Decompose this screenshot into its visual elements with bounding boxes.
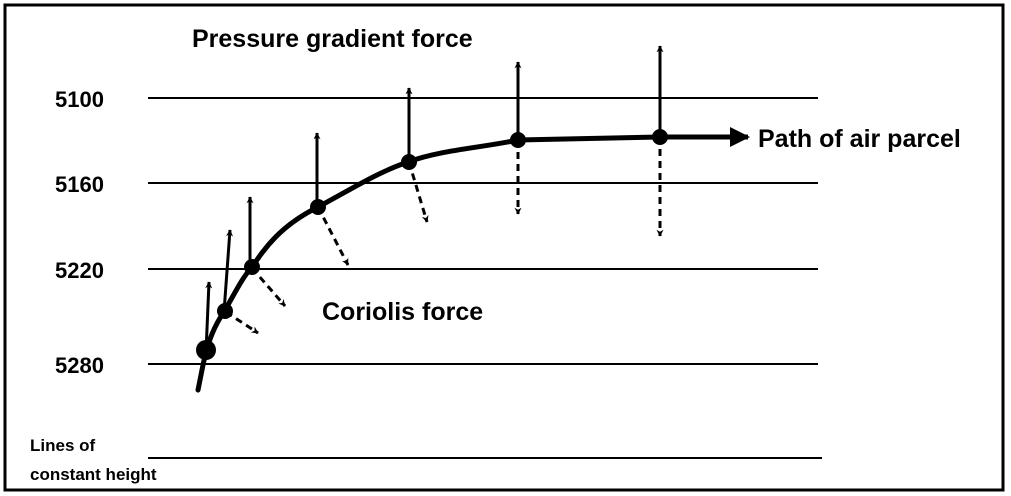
parcel-dot-3 [244, 259, 260, 275]
parcel-dot-2 [217, 303, 233, 319]
coriolis-force-label: Coriolis force [322, 298, 483, 326]
air-parcel-path [195, 134, 663, 393]
height-label-5100: 5100 [55, 87, 104, 112]
height-label-5160: 5160 [55, 172, 104, 197]
lines-of-constant-height-label-line2: constant height [30, 465, 157, 484]
path-of-air-parcel-label: Path of air parcel [758, 125, 961, 153]
parcel-dot-4 [310, 199, 326, 215]
parcel-dot-6 [510, 132, 526, 148]
pressure-gradient-arrow-2 [222, 229, 234, 313]
lines-of-constant-height-label-line1: Lines of [30, 436, 96, 455]
coriolis-arrow-3 [250, 267, 287, 307]
parcel-dot-1 [196, 340, 216, 360]
coriolis-arrow-4 [316, 206, 350, 266]
height-label-5280: 5280 [55, 353, 104, 378]
parcel-dot-7 [652, 129, 668, 145]
coriolis-arrow-5 [407, 161, 429, 223]
parcel-dot-5 [401, 154, 417, 170]
pressure-gradient-force-label: Pressure gradient force [192, 25, 473, 53]
height-label-5220: 5220 [55, 258, 104, 283]
diagram-frame [3, 3, 1005, 492]
